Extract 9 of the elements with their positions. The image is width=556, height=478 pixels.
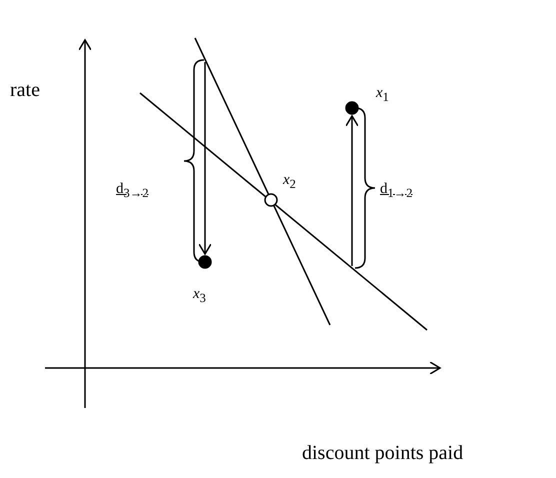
- arrow: [198, 62, 212, 255]
- distance-label: d$_{3→2}$: [116, 182, 148, 200]
- point-label: x$_{2}$: [283, 173, 296, 190]
- axis-label: rate: [10, 80, 40, 100]
- distance-label: d$_{1→2}$: [380, 182, 412, 200]
- point-label: x$_{1}$: [376, 86, 389, 104]
- arrow: [345, 115, 359, 266]
- axis-label: discount points paid: [302, 443, 464, 463]
- point-label: x$_{3}$: [193, 287, 206, 304]
